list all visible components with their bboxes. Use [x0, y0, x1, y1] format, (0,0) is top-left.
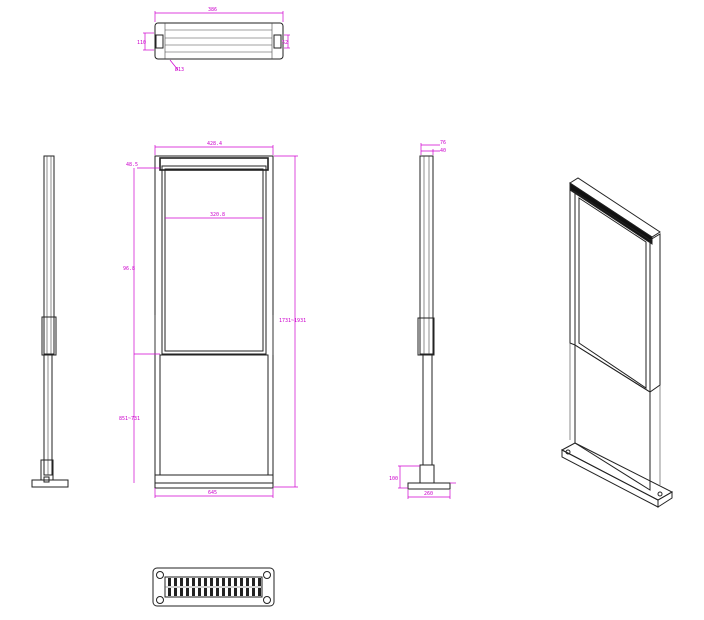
bottom-view: [152, 567, 275, 607]
vent-slot: [240, 588, 243, 596]
vent-slot: [168, 588, 171, 596]
vent-slot: [210, 578, 213, 586]
front-base-width-dimension: 645: [208, 490, 217, 496]
vent-slot: [174, 588, 177, 596]
top-view: 386 110 52 Ø13: [137, 7, 290, 73]
vent-slot: [186, 588, 189, 596]
front-lower-height-dimension: 851~731: [119, 416, 140, 422]
vent-slot: [252, 588, 255, 596]
vent-slot: [222, 578, 225, 586]
vent-slot: [246, 588, 249, 596]
vent-slot: [258, 578, 261, 586]
vent-slot: [198, 588, 201, 596]
top-width-dimension: 386: [208, 7, 217, 13]
front-view: 428.4 48.5 320.8 96.8 851~731 1731~1931 …: [119, 141, 306, 498]
isometric-view: [560, 177, 674, 508]
vent-slot: [204, 578, 207, 586]
vent-slot: [192, 588, 195, 596]
top-left-dimension: 110: [137, 40, 146, 46]
front-screen-height-dimension: 96.8: [123, 266, 135, 272]
vent-slot: [216, 578, 219, 586]
vent-slot: [222, 588, 225, 596]
hole-dimension: Ø13: [175, 66, 184, 73]
side-base-height-dimension: 100: [389, 476, 398, 482]
vent-slot: [216, 588, 219, 596]
vent-slot: [186, 578, 189, 586]
vent-slot: [246, 578, 249, 586]
front-screen-width-dimension: 320.8: [210, 212, 225, 218]
right-side-view: 76 40 100 260: [389, 140, 456, 499]
vent-slot: [228, 588, 231, 596]
vent-slot: [180, 588, 183, 596]
vent-slot: [228, 578, 231, 586]
vent-slot: [180, 578, 183, 586]
vent-slot: [192, 578, 195, 586]
side-base-width-dimension: 260: [424, 491, 433, 497]
vent-slot: [174, 578, 177, 586]
vent-slot: [240, 578, 243, 586]
front-corner-dimension: 48.5: [126, 162, 138, 168]
vent-slot: [204, 588, 207, 596]
vent-slot: [258, 588, 261, 596]
left-side-view: [31, 155, 69, 488]
vent-slot: [234, 578, 237, 586]
front-top-width-dimension: 428.4: [207, 141, 222, 147]
vent-slot: [252, 578, 255, 586]
vent-slot: [210, 588, 213, 596]
top-right-dimension: 52: [282, 40, 288, 46]
side-top-dimension-1: 76: [440, 140, 446, 146]
vent-slot: [198, 578, 201, 586]
vent-slot: [234, 588, 237, 596]
front-total-height-dimension: 1731~1931: [279, 318, 306, 324]
side-top-dimension-2: 40: [440, 148, 446, 154]
vent-slot: [168, 578, 171, 586]
